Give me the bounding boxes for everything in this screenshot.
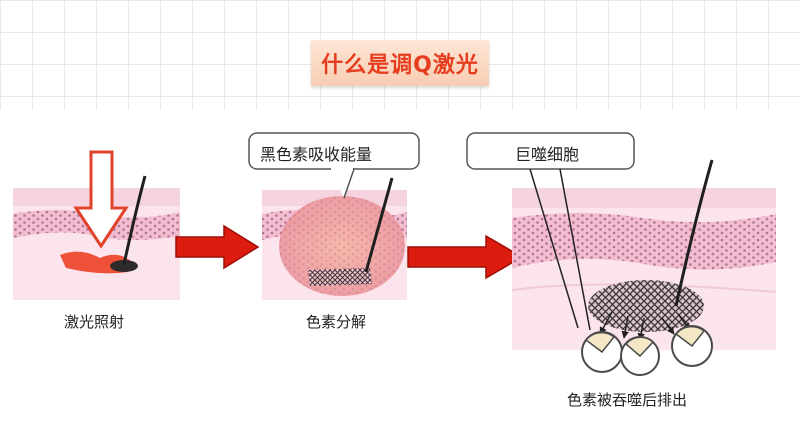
- laser-beam-arrow: [73, 150, 129, 249]
- step-label-elimination: 色素被吞噬后排出: [567, 391, 688, 409]
- page-title: 什么是调Q激光: [321, 53, 479, 78]
- callout-macrophage: [466, 132, 635, 331]
- skin-panel-3: [511, 159, 777, 350]
- macrophage-cells: [581, 325, 713, 376]
- callout-melanin-label: 黑色素吸收能量: [260, 145, 373, 164]
- callout-melanin: [248, 132, 420, 199]
- title-banner: 什么是调Q激光: [311, 40, 489, 86]
- process-arrow-2: [407, 234, 524, 280]
- step-label-breakdown: 色素分解: [306, 313, 367, 331]
- callout-macrophage-label: 巨噬细胞: [515, 145, 580, 164]
- skin-panel-2: [262, 177, 407, 300]
- process-arrow-1: [175, 224, 260, 270]
- step-label-irradiation: 激光照射: [64, 313, 125, 331]
